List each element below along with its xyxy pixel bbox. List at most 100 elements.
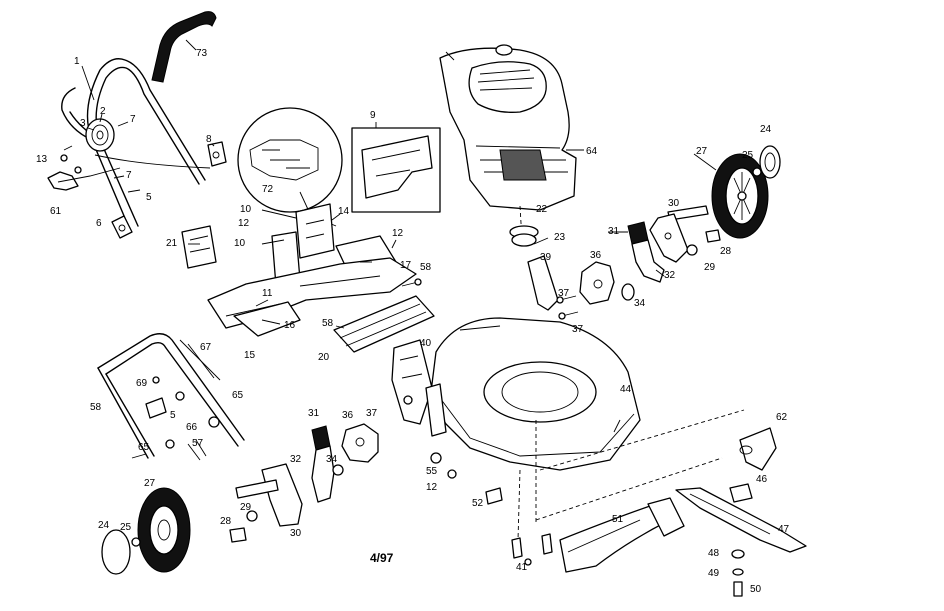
cable-hardware xyxy=(47,121,227,239)
rear-skirt-16 xyxy=(207,257,417,337)
callout-label-c2: 2 xyxy=(100,106,106,117)
callout-label-c27a: 27 xyxy=(696,146,708,157)
callout-label-c73: 73 xyxy=(196,48,208,59)
callout-label-c64: 64 xyxy=(586,146,598,157)
callout-label-c49: 49 xyxy=(708,568,720,579)
callout-label-c48: 48 xyxy=(708,548,720,559)
hubcap-24-bottom xyxy=(101,529,141,575)
wheel-27-top xyxy=(711,153,769,239)
screws-41-52 xyxy=(485,487,553,566)
height-lever-31-32 xyxy=(627,221,665,283)
callout-label-c24a: 24 xyxy=(760,124,772,135)
callout-label-c44: 44 xyxy=(620,384,632,395)
callout-label-c13: 13 xyxy=(36,154,48,165)
callout-label-c50: 50 xyxy=(750,584,762,595)
callout-label-c36a: 36 xyxy=(590,250,602,261)
callout-label-c65a: 65 xyxy=(232,390,244,401)
lever-31-32-bottom xyxy=(311,425,344,503)
callout-label-c30a: 30 xyxy=(668,198,680,209)
callout-label-c9: 9 xyxy=(370,110,376,121)
callout-label-c69: 69 xyxy=(136,378,148,389)
callout-label-c66: 66 xyxy=(186,422,198,433)
callout-label-c58a: 58 xyxy=(420,262,432,273)
callout-label-c5b: 5 xyxy=(170,410,176,421)
callout-label-c37c: 37 xyxy=(366,408,378,419)
callout-label-c55: 55 xyxy=(426,466,438,477)
adapter-22-23 xyxy=(509,225,549,247)
callout-label-c32a: 32 xyxy=(664,270,676,281)
callout-label-c31a: 31 xyxy=(608,226,620,237)
callout-label-c11: 11 xyxy=(262,288,273,299)
callout-label-c61: 61 xyxy=(50,206,62,217)
callout-label-c8: 8 xyxy=(206,134,212,145)
callout-label-c23: 23 xyxy=(554,232,566,243)
callout-label-c12b: 12 xyxy=(392,228,404,239)
callout-label-c62: 62 xyxy=(776,412,788,423)
callout-label-c41: 41 xyxy=(516,562,528,573)
handle-misc-61-13 xyxy=(60,154,68,162)
handle-knob-2 xyxy=(85,118,115,152)
callout-label-c10b: 10 xyxy=(234,238,246,249)
bolt-48-49-50 xyxy=(731,549,745,597)
callout-label-c21: 21 xyxy=(166,238,178,249)
callout-label-c10a: 10 xyxy=(240,204,252,215)
callout-label-c30b: 30 xyxy=(290,528,302,539)
callout-label-c67: 67 xyxy=(200,342,212,353)
callout-label-c7b: 7 xyxy=(126,170,132,181)
callout-label-c57: 57 xyxy=(192,438,204,449)
callout-label-c16: 16 xyxy=(284,320,296,331)
lower-handle-58 xyxy=(97,333,245,461)
leader-lines xyxy=(81,39,717,433)
callout-label-c29a: 29 xyxy=(704,262,716,273)
callout-label-c31b: 31 xyxy=(308,408,320,419)
callout-label-c17: 17 xyxy=(400,260,412,271)
grip-73 xyxy=(151,11,217,83)
callout-label-c15: 15 xyxy=(244,350,256,361)
callout-label-c6: 6 xyxy=(96,218,102,229)
height-bracket-40-37 xyxy=(391,339,457,479)
plate-21 xyxy=(181,225,217,269)
callout-label-c1: 1 xyxy=(74,56,80,67)
callout-label-c34a: 34 xyxy=(634,298,646,309)
blade-47 xyxy=(675,487,807,553)
callout-label-c40: 40 xyxy=(420,338,432,349)
callout-label-c7a: 7 xyxy=(130,114,136,125)
callout-label-c37a: 37 xyxy=(558,288,570,299)
engine-64 xyxy=(439,44,577,211)
callout-label-c29b: 29 xyxy=(240,502,252,513)
rear-flap-20 xyxy=(333,278,435,353)
callout-label-c20: 20 xyxy=(318,352,330,363)
bracket-39 xyxy=(527,255,579,320)
callout-label-c32b: 32 xyxy=(290,454,302,465)
callout-label-c65b: 65 xyxy=(138,442,150,453)
callout-label-c47: 47 xyxy=(778,524,790,535)
callout-label-c58c: 58 xyxy=(90,402,102,413)
callout-label-c34b: 34 xyxy=(326,454,338,465)
callout-label-c24b: 24 xyxy=(98,520,110,531)
callout-label-c46: 46 xyxy=(756,474,768,485)
gear-36-34 xyxy=(579,261,635,305)
axle-bracket-30-bottom xyxy=(229,463,303,543)
callout-label-c36b: 36 xyxy=(342,410,354,421)
callout-label-c51: 51 xyxy=(612,514,624,525)
callout-label-c58b: 58 xyxy=(322,318,334,329)
callout-label-c39: 39 xyxy=(540,252,552,263)
callout-label-c14: 14 xyxy=(338,206,350,217)
adapter-46-62 xyxy=(729,427,777,503)
callout-label-c27b: 27 xyxy=(144,478,156,489)
callout-label-c3: 3 xyxy=(80,118,86,129)
baffle-51 xyxy=(559,497,685,573)
callout-labels: 1235567789101011121212131415161720212223… xyxy=(36,48,790,595)
callout-label-c5a: 5 xyxy=(146,192,152,203)
wheel-27-bottom xyxy=(137,487,191,573)
axle-30-29-28 xyxy=(649,205,721,263)
hubcap-24-top xyxy=(752,145,781,179)
callout-label-c72: 72 xyxy=(262,184,274,195)
callout-label-c25a: 25 xyxy=(742,150,754,161)
callout-label-c12a: 12 xyxy=(238,218,250,229)
callout-label-c25b: 25 xyxy=(120,522,132,533)
detail-box-9 xyxy=(351,127,441,213)
deck-44 xyxy=(429,317,641,471)
